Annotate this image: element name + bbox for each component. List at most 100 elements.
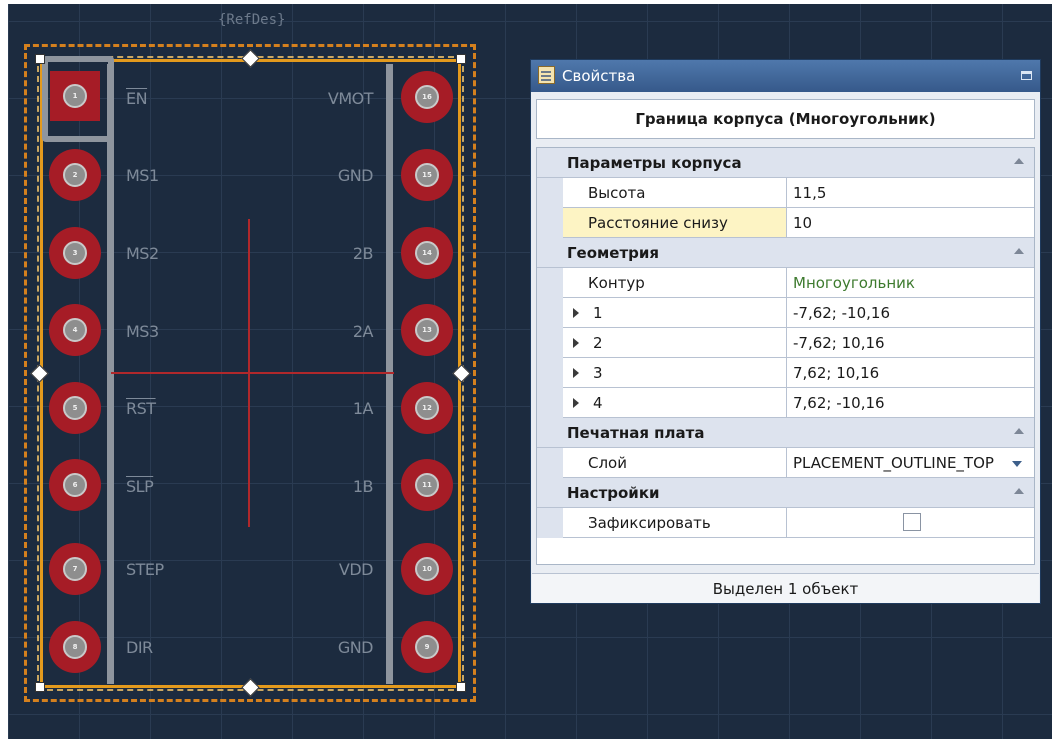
- prop-contour[interactable]: Контур Многоугольник: [537, 268, 1034, 298]
- resize-handle-bottom-left[interactable]: [35, 682, 45, 692]
- pin-label-left: STEP: [126, 560, 164, 579]
- maximize-icon[interactable]: [1021, 71, 1032, 80]
- pad-number: 7: [63, 557, 87, 581]
- category-geometry[interactable]: Геометрия: [537, 238, 1034, 268]
- collapse-icon[interactable]: [1014, 158, 1024, 164]
- pad-number: 5: [63, 396, 87, 420]
- property-grid[interactable]: Параметры корпуса Высота 11,5 Расстояние…: [536, 147, 1035, 565]
- category-label: Печатная плата: [567, 424, 705, 442]
- prop-point-value[interactable]: -7,62; 10,16: [787, 328, 1034, 358]
- pad-6[interactable]: 6: [49, 459, 101, 511]
- pad-1[interactable]: 1: [50, 71, 100, 121]
- pad-9[interactable]: 9: [401, 621, 453, 673]
- prop-height-value[interactable]: 11,5: [787, 178, 1034, 208]
- pin-label-left: SLP: [126, 477, 154, 496]
- prop-lock-value[interactable]: [787, 508, 1034, 538]
- pad-3[interactable]: 3: [49, 227, 101, 279]
- pad-7[interactable]: 7: [49, 543, 101, 595]
- footprint-outline-selection[interactable]: [24, 44, 476, 702]
- expand-arrow-icon[interactable]: [573, 308, 579, 318]
- expand-arrow-icon[interactable]: [573, 368, 579, 378]
- pad-number: 13: [415, 318, 439, 342]
- category-settings[interactable]: Настройки: [537, 478, 1034, 508]
- prop-name: Зафиксировать: [563, 508, 787, 538]
- pin-label-right: 2B: [352, 244, 374, 263]
- pin-label-right: VMOT: [327, 89, 374, 108]
- category-pcb[interactable]: Печатная плата: [537, 418, 1034, 448]
- right-rail: [386, 64, 393, 684]
- pad-11[interactable]: 11: [401, 459, 453, 511]
- pin-label-right: GND: [337, 638, 374, 657]
- collapse-icon[interactable]: [1014, 428, 1024, 434]
- pad-8[interactable]: 8: [49, 621, 101, 673]
- lock-checkbox[interactable]: [903, 513, 921, 531]
- pin-label-right: 1B: [352, 477, 374, 496]
- pad-number: 14: [415, 241, 439, 265]
- pad-number: 2: [63, 163, 87, 187]
- pin-label-left: MS2: [126, 244, 159, 263]
- pad-5[interactable]: 5: [49, 382, 101, 434]
- prop-point-3[interactable]: 3 7,62; 10,16: [537, 358, 1034, 388]
- category-label: Геометрия: [567, 244, 660, 262]
- prop-point-value[interactable]: -7,62; -10,16: [787, 298, 1034, 328]
- dropdown-arrow-icon[interactable]: [1012, 461, 1022, 467]
- prop-layer[interactable]: Слой PLACEMENT_OUTLINE_TOP: [537, 448, 1034, 478]
- pad-12[interactable]: 12: [401, 382, 453, 434]
- category-label: Настройки: [567, 484, 660, 502]
- pad-number: 10: [415, 557, 439, 581]
- resize-handle-top-left[interactable]: [35, 54, 45, 64]
- collapse-icon[interactable]: [1014, 248, 1024, 254]
- prop-contour-value[interactable]: Многоугольник: [787, 268, 1034, 298]
- prop-point-4[interactable]: 4 7,62; -10,16: [537, 388, 1034, 418]
- pad-16[interactable]: 16: [401, 71, 453, 123]
- prop-name: Расстояние снизу: [563, 208, 787, 238]
- resize-handle-top-right[interactable]: [456, 54, 466, 64]
- prop-point-value[interactable]: 7,62; 10,16: [787, 358, 1034, 388]
- layer-select[interactable]: PLACEMENT_OUTLINE_TOP: [787, 448, 1034, 478]
- pad-number: 4: [63, 318, 87, 342]
- prop-point-value[interactable]: 7,62; -10,16: [787, 388, 1034, 418]
- pad-number: 3: [63, 241, 87, 265]
- pad-number: 8: [63, 635, 87, 659]
- collapse-icon[interactable]: [1014, 488, 1024, 494]
- prop-point-1[interactable]: 1 -7,62; -10,16: [537, 298, 1034, 328]
- category-body-params[interactable]: Параметры корпуса: [537, 148, 1034, 178]
- prop-name: Слой: [563, 448, 787, 478]
- refdes-label: {RefDes}: [218, 12, 286, 28]
- prop-offset-value[interactable]: 10: [787, 208, 1034, 238]
- pad-number: 16: [415, 85, 439, 109]
- pad-10[interactable]: 10: [401, 543, 453, 595]
- category-label: Параметры корпуса: [567, 154, 742, 172]
- pad-4[interactable]: 4: [49, 304, 101, 356]
- prop-point-2[interactable]: 2 -7,62; 10,16: [537, 328, 1034, 358]
- pad-15[interactable]: 15: [401, 149, 453, 201]
- prop-bottom-offset[interactable]: Расстояние снизу 10: [537, 208, 1034, 238]
- resize-handle-bottom-right[interactable]: [456, 682, 466, 692]
- prop-name: Контур: [563, 268, 787, 298]
- properties-panel: Свойства Граница корпуса (Многоугольник)…: [530, 59, 1041, 604]
- left-rail: [107, 64, 114, 684]
- pad-2[interactable]: 2: [49, 149, 101, 201]
- prop-name: 2: [563, 328, 787, 358]
- selected-object-title: Граница корпуса (Многоугольник): [536, 99, 1035, 139]
- expand-arrow-icon[interactable]: [573, 338, 579, 348]
- prop-name: 3: [563, 358, 787, 388]
- pad-number: 11: [415, 473, 439, 497]
- pad-number: 6: [63, 473, 87, 497]
- expand-arrow-icon[interactable]: [573, 398, 579, 408]
- pad-13[interactable]: 13: [401, 304, 453, 356]
- pin-label-left: RST: [126, 399, 156, 418]
- pin-label-right: VDD: [338, 560, 374, 579]
- pin-label-right: GND: [337, 166, 374, 185]
- pin-label-left: EN: [126, 89, 148, 108]
- crosshair-horizontal: [111, 372, 394, 374]
- prop-height[interactable]: Высота 11,5: [537, 178, 1034, 208]
- properties-title-bar[interactable]: Свойства: [531, 60, 1040, 92]
- prop-name: 1: [563, 298, 787, 328]
- properties-icon: [538, 66, 555, 84]
- prop-name: 4: [563, 388, 787, 418]
- prop-lock[interactable]: Зафиксировать: [537, 508, 1034, 538]
- pin-label-left: DIR: [126, 638, 153, 657]
- pad-14[interactable]: 14: [401, 227, 453, 279]
- pad-number: 15: [415, 163, 439, 187]
